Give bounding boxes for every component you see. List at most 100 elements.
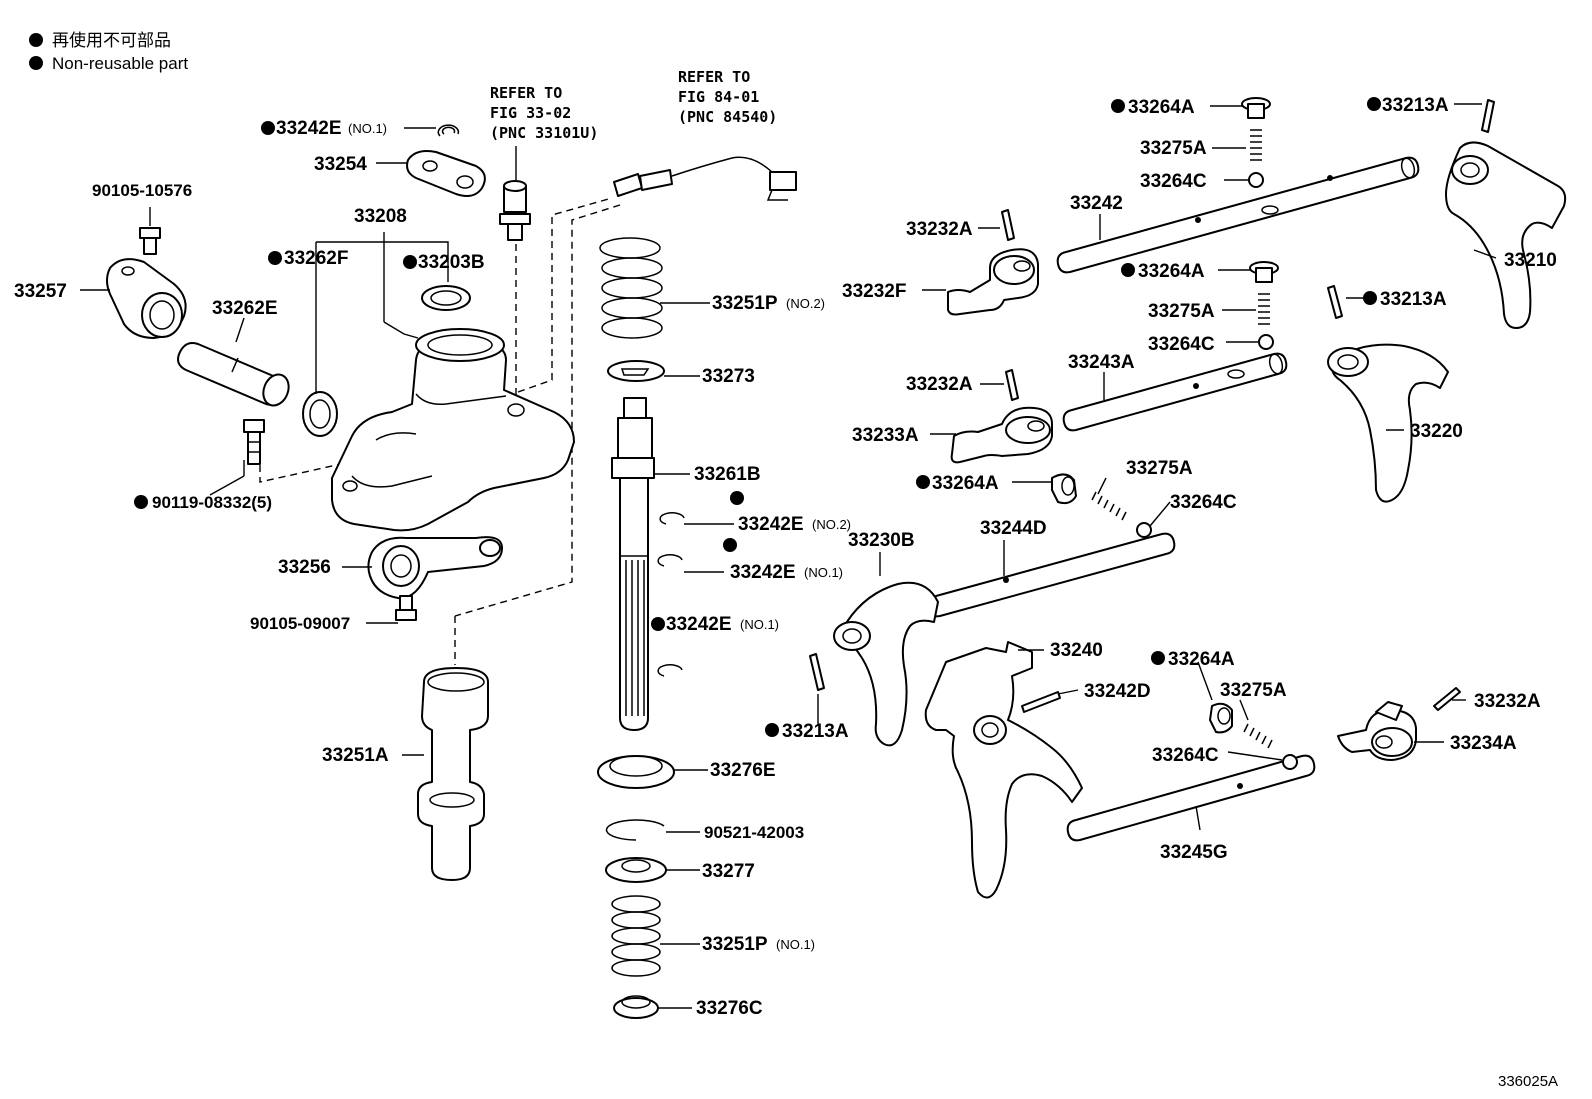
label-33210: 33210 bbox=[1504, 250, 1557, 271]
label-33242e-no1a: 33242E bbox=[730, 562, 796, 583]
label-33256: 33256 bbox=[278, 557, 331, 578]
bullet-icon bbox=[916, 475, 930, 489]
shaft-33261b bbox=[611, 397, 655, 731]
pin-33232a-3 bbox=[1433, 687, 1461, 711]
bullet-icon bbox=[1363, 291, 1377, 305]
fork-33220 bbox=[1327, 343, 1449, 503]
label-90521-42003: 90521-42003 bbox=[704, 823, 804, 842]
plug-33264a-3 bbox=[1051, 473, 1077, 505]
bullet-icon bbox=[261, 121, 275, 135]
spring-33275a-2 bbox=[1258, 293, 1270, 325]
sensor-84540 bbox=[613, 156, 797, 201]
label-33264c-4: 33264C bbox=[1152, 745, 1219, 766]
fork-33210 bbox=[1445, 141, 1567, 329]
fork-33230b bbox=[833, 581, 939, 747]
label-33243a: 33243A bbox=[1068, 352, 1135, 373]
snap-ring-33242e-no1b bbox=[657, 664, 683, 677]
seat-33276c bbox=[613, 995, 659, 1019]
svg-text:FIG 33-02: FIG 33-02 bbox=[490, 104, 571, 122]
legend-english: Non-reusable part bbox=[52, 54, 188, 73]
bullet-icon bbox=[1121, 263, 1135, 277]
label-33242e-no2-sub: (NO.2) bbox=[812, 517, 851, 532]
lever-33256 bbox=[367, 536, 503, 600]
bullet-icon bbox=[730, 491, 744, 505]
label-33245g: 33245G bbox=[1160, 842, 1228, 863]
label-33251p-no1: 33251P bbox=[702, 934, 768, 955]
cover-33208 bbox=[331, 328, 575, 532]
label-33264a-1: 33264A bbox=[1128, 97, 1195, 118]
pin-33232a-1 bbox=[1001, 209, 1015, 241]
spring-33251p-no1 bbox=[611, 895, 661, 977]
bullet-icon bbox=[403, 255, 417, 269]
fork-33240 bbox=[924, 641, 1083, 899]
label-33257: 33257 bbox=[14, 281, 67, 302]
washer-33273 bbox=[607, 360, 665, 382]
label-33264c-2: 33264C bbox=[1148, 334, 1215, 355]
label-33275a-3: 33275A bbox=[1126, 458, 1193, 479]
shaft-33245g bbox=[1066, 754, 1316, 842]
bullet-icon bbox=[134, 495, 148, 509]
label-33264a-3: 33264A bbox=[932, 473, 999, 494]
label-33242e-top-sub: (NO.1) bbox=[348, 121, 387, 136]
shift-head-33234a bbox=[1337, 701, 1417, 761]
label-33242: 33242 bbox=[1070, 193, 1123, 214]
label-33251p-no2: 33251P bbox=[712, 293, 778, 314]
label-33234a: 33234A bbox=[1450, 733, 1517, 754]
plug-33264a-4 bbox=[1209, 702, 1233, 734]
label-33251a: 33251A bbox=[322, 745, 389, 766]
bolt-90105-10576 bbox=[139, 207, 161, 255]
shaft-33243a bbox=[1062, 352, 1288, 432]
label-33213a-2: 33213A bbox=[1380, 289, 1447, 310]
shaft-33251a bbox=[417, 667, 489, 881]
label-33213a-1: 33213A bbox=[1382, 95, 1449, 116]
bullet-icon bbox=[268, 251, 282, 265]
label-33242d: 33242D bbox=[1084, 681, 1151, 702]
label-33232a-1: 33232A bbox=[906, 219, 973, 240]
shift-head-33232f bbox=[947, 248, 1039, 316]
label-33208: 33208 bbox=[354, 206, 407, 227]
label-33254: 33254 bbox=[314, 154, 367, 175]
seal-33203b bbox=[421, 285, 471, 311]
spring-33275a-3 bbox=[1091, 491, 1127, 521]
label-33242e-no1a-sub: (NO.1) bbox=[804, 565, 843, 580]
ball-33264c-4 bbox=[1282, 754, 1298, 770]
bullet-icon bbox=[1151, 651, 1165, 665]
svg-text:FIG 84-01: FIG 84-01 bbox=[678, 88, 759, 106]
label-90119-08332: 90119-08332(5) bbox=[152, 493, 272, 512]
bullet-icon bbox=[723, 538, 737, 552]
bolt-90105-09007 bbox=[395, 595, 417, 621]
label-33220: 33220 bbox=[1410, 421, 1463, 442]
svg-text:(PNC 84540): (PNC 84540) bbox=[678, 108, 777, 126]
spring-33275a-4 bbox=[1243, 723, 1273, 749]
bullet-icon bbox=[1367, 97, 1381, 111]
label-90105-09007: 90105-09007 bbox=[250, 614, 350, 633]
bolt-90119-08332 bbox=[243, 419, 265, 465]
label-33242e-top: 33242E bbox=[276, 118, 342, 139]
ball-33264c-3 bbox=[1136, 522, 1152, 538]
label-33242e-no1b-sub: (NO.1) bbox=[740, 617, 779, 632]
label-33251p-no1-sub: (NO.1) bbox=[776, 937, 815, 952]
label-33261b: 33261B bbox=[694, 464, 761, 485]
part-labels: 33242E (NO.1) 33254 90105-10576 33208 33… bbox=[14, 95, 1557, 1019]
label-33251p-no2-sub: (NO.2) bbox=[786, 296, 825, 311]
snap-ring-33242e-no1a bbox=[657, 554, 683, 567]
label-33232f: 33232F bbox=[842, 281, 906, 302]
leader-lines bbox=[80, 103, 1497, 1009]
label-33275a-2: 33275A bbox=[1148, 301, 1215, 322]
pin-33213a-1 bbox=[1481, 99, 1495, 133]
spring-33275a-1 bbox=[1250, 129, 1262, 161]
bullet-icon bbox=[765, 723, 779, 737]
pin-33242d bbox=[1021, 691, 1061, 713]
ref-note-fig84: REFER TO FIG 84-01 (PNC 84540) bbox=[678, 68, 777, 126]
switch-33101u bbox=[499, 180, 531, 241]
svg-text:REFER TO: REFER TO bbox=[490, 84, 562, 102]
plug-33264a-1 bbox=[1241, 97, 1271, 119]
shaft-33242 bbox=[1056, 156, 1420, 274]
label-33240: 33240 bbox=[1050, 640, 1103, 661]
sleeve-33262e bbox=[177, 342, 290, 407]
spring-33251p-no2 bbox=[599, 237, 663, 339]
legend-bullet-icon bbox=[29, 33, 43, 47]
label-33264a-4: 33264A bbox=[1168, 649, 1235, 670]
assembly-dashed-lines bbox=[259, 197, 621, 665]
